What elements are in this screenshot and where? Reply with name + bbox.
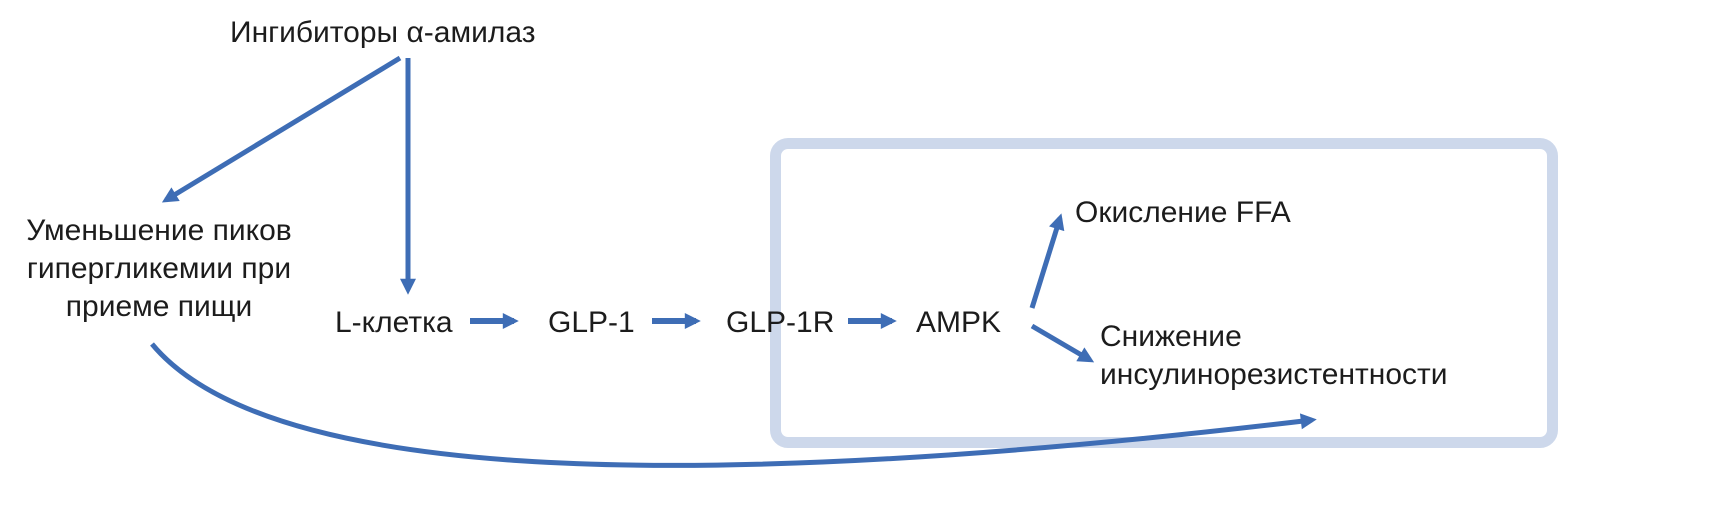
node-glycemia-reduction: Уменьшение пиков гипергликемии при прием… [0, 212, 318, 326]
node-insulin-line-1: Снижение [1100, 320, 1242, 353]
highlight-box [770, 138, 1558, 448]
node-glp1r: GLP-1R [726, 306, 835, 339]
node-ffa-oxidation: Окисление FFA [1075, 196, 1291, 229]
node-insulin-resistance: Снижение инсулинорезистентности [1100, 318, 1448, 394]
node-ampk: AMPK [916, 306, 1002, 339]
node-inhibitors: Ингибиторы α-амилаз [230, 16, 536, 49]
node-glycemia-line-2: гипергликемии при [26, 252, 292, 285]
arrow-ampk-to-ffa-icon [1029, 213, 1065, 309]
arrow-glycemia-to-insulin-curve-icon [150, 342, 1317, 468]
node-glycemia-line-1: Уменьшение пиков [26, 214, 292, 247]
arrow-ampk-to-insulin-icon [1030, 323, 1095, 363]
node-l-cell: L-клетка [335, 306, 453, 339]
node-glp1: GLP-1 [548, 306, 635, 339]
arrow-inhibitors-to-glycemia-icon [161, 55, 402, 203]
node-insulin-line-2: инсулинорезистентности [1100, 358, 1448, 391]
node-glycemia-line-3: приеме пищи [65, 290, 253, 323]
